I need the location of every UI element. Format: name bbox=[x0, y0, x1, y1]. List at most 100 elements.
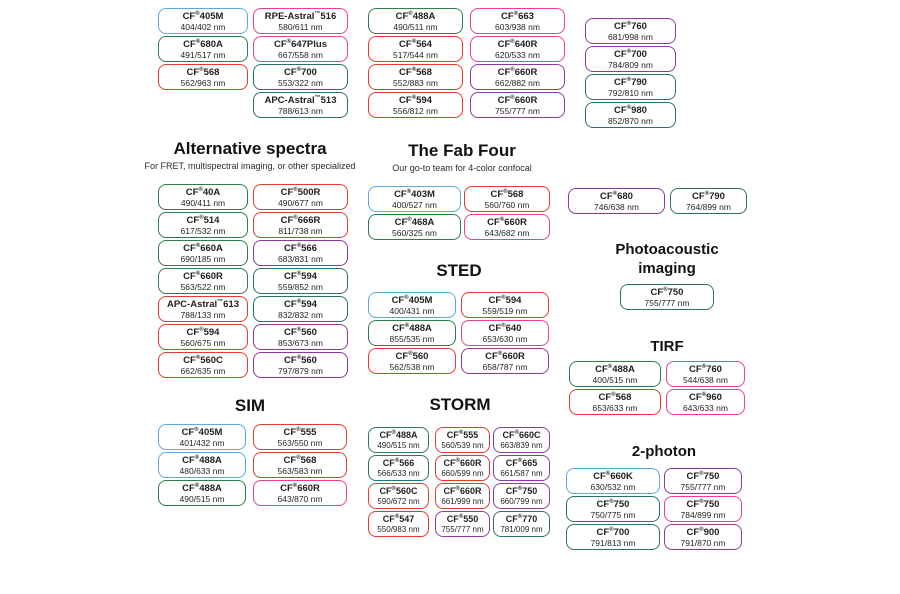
dye-name: CF®405M bbox=[182, 10, 224, 22]
dye-name: CF®568 bbox=[399, 66, 432, 78]
dye-wavelengths: 553/322 nm bbox=[278, 77, 323, 88]
dye-wavelengths: 764/899 nm bbox=[686, 201, 731, 212]
dye-name: CF®488A bbox=[182, 454, 222, 466]
dye-wavelengths: 788/613 nm bbox=[278, 105, 323, 116]
dye-name: CF®680A bbox=[183, 38, 223, 50]
dye-wavelengths: 681/998 nm bbox=[608, 31, 653, 42]
dye-wavelengths: 658/787 nm bbox=[482, 361, 528, 372]
dye-name: CF®660C bbox=[502, 429, 541, 440]
dye-wavelengths: 490/515 nm bbox=[179, 493, 225, 504]
dye-wavelengths: 662/882 nm bbox=[495, 77, 540, 88]
dye-wavelengths: 792/810 nm bbox=[608, 87, 653, 98]
dye-name: CF®488A bbox=[595, 363, 635, 375]
dye-wavelengths: 562/963 nm bbox=[180, 77, 226, 88]
dye-wavelengths: 490/411 nm bbox=[180, 197, 226, 208]
dye-name: CF®488A bbox=[182, 482, 222, 494]
dye-name: CF®594 bbox=[399, 94, 432, 106]
dye-wavelengths: 746/638 nm bbox=[594, 201, 639, 212]
dye-name: CF®660R bbox=[280, 482, 320, 494]
dye-wavelengths: 662/635 nm bbox=[180, 365, 226, 376]
dye-name: CF®660R bbox=[485, 350, 525, 362]
dye-name: CF®647Plus bbox=[273, 38, 327, 50]
dye-wavelengths: 755/777 nm bbox=[441, 524, 484, 534]
dye-name: CF®760 bbox=[614, 20, 647, 32]
dye-wavelengths: 643/633 nm bbox=[683, 402, 728, 413]
dye-wavelengths: 755/777 nm bbox=[495, 105, 540, 116]
section-title-photoacoustic-imaging: Photoacoustic imaging bbox=[615, 241, 719, 277]
dye-wavelengths: 401/432 nm bbox=[179, 437, 225, 448]
dye-name: CF®560 bbox=[284, 354, 317, 366]
dye-name: CF®568 bbox=[490, 188, 524, 200]
dye-name: CF®568 bbox=[598, 391, 632, 403]
dye-wavelengths: 667/558 nm bbox=[278, 49, 323, 60]
section-title-sim: SIM bbox=[234, 396, 266, 415]
dye-name: CF®700 bbox=[284, 66, 317, 78]
dye-wavelengths: 400/515 nm bbox=[592, 374, 638, 385]
dye-name: CF®560C bbox=[183, 354, 223, 366]
dye-name: CF®700 bbox=[596, 526, 630, 538]
dye-wavelengths: 563/583 nm bbox=[277, 465, 323, 476]
dye-name: CF®660R bbox=[183, 270, 223, 282]
dye-name: CF®594 bbox=[284, 270, 317, 282]
dye-name: CF®680 bbox=[600, 190, 633, 202]
dye-wavelengths: 560/539 nm bbox=[441, 440, 484, 450]
dye-name: CF®566 bbox=[284, 242, 317, 254]
dye-name: CF®468A bbox=[394, 216, 435, 228]
dye-name: CF®403M bbox=[394, 188, 435, 200]
dye-name: CF®514 bbox=[186, 214, 220, 226]
dye-name: CF®980 bbox=[614, 104, 647, 116]
dye-name: CF®488A bbox=[395, 10, 436, 22]
dye-wavelengths: 653/630 nm bbox=[482, 333, 528, 344]
dye-wavelengths: 797/879 nm bbox=[278, 365, 323, 376]
dye-wavelengths: 663/839 nm bbox=[500, 440, 543, 450]
dye-name: CF®405M bbox=[181, 426, 223, 438]
dye-wavelengths: 490/511 nm bbox=[393, 21, 438, 32]
dye-name: CF®750 bbox=[686, 498, 720, 510]
section-title-alternative-spectra: Alternative spectra bbox=[173, 139, 327, 158]
dye-name: CF®900 bbox=[686, 526, 720, 538]
dye-wavelengths: 491/517 nm bbox=[180, 49, 226, 60]
dye-name: CF®960 bbox=[689, 391, 722, 403]
dye-wavelengths: 690/185 nm bbox=[180, 253, 226, 264]
dye-wavelengths: 400/431 nm bbox=[389, 305, 435, 316]
dye-name: CF®665 bbox=[505, 457, 538, 468]
